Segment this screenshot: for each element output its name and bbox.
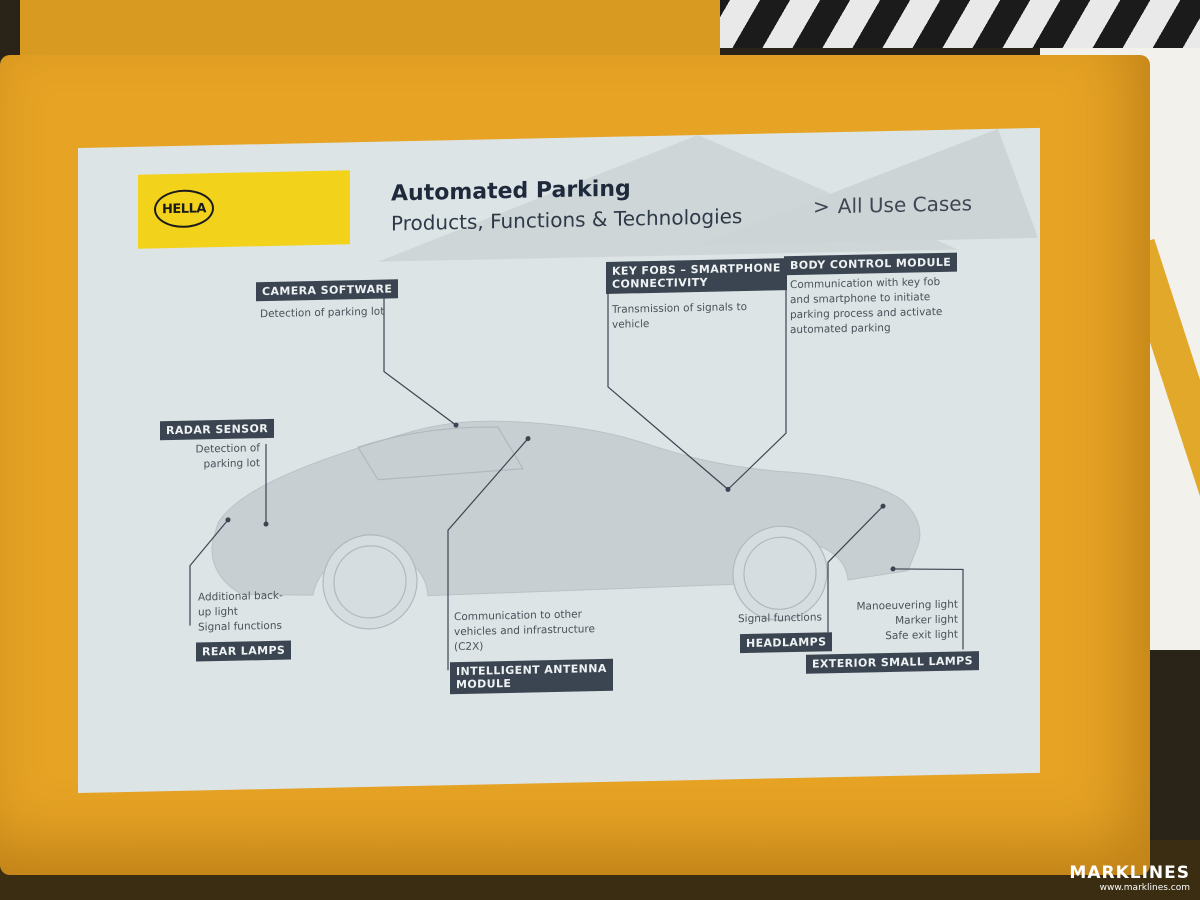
small-lamps-desc-line3: Safe exit light: [885, 628, 958, 643]
background-stripes: [700, 0, 1200, 48]
bcm-desc-line3: parking process and activate: [790, 305, 943, 322]
small-lamps-leader: [892, 568, 964, 650]
bcm-desc-line4: automated parking: [790, 321, 891, 337]
keyfob-point: [725, 486, 731, 492]
rear-wheel: [322, 534, 418, 630]
antenna-point: [525, 436, 531, 442]
headlamps-label: HEADLAMPS: [740, 632, 833, 654]
camera-software-label: CAMERA SOFTWARE: [256, 279, 399, 302]
body-control-module-desc: Communication with key fob and smartphon…: [790, 275, 942, 338]
car-window: [357, 426, 525, 481]
headlamps-desc: Signal functions: [738, 611, 822, 626]
rear-lamps-desc-line3: Signal functions: [198, 619, 282, 634]
rear-lamps-desc: Additional back- up light Signal functio…: [198, 589, 283, 636]
antenna-desc-line2: vehicles and infrastructure: [454, 623, 595, 639]
camera-software-desc: Detection of parking lot: [260, 305, 385, 321]
key-fobs-desc-line2: vehicle: [612, 318, 650, 331]
key-fobs-label: KEY FOBS – SMARTPHONE CONNECTIVITY: [606, 258, 787, 294]
rear-lamps-label: REAR LAMPS: [196, 640, 292, 662]
antenna-label-line2: MODULE: [456, 676, 512, 692]
keyfob-leader: [607, 286, 729, 490]
marklines-watermark: MARKLINES www.marklines.com: [1050, 863, 1190, 893]
rear-lamps-desc-line1: Additional back-: [198, 589, 283, 604]
radar-point: [263, 521, 269, 527]
small-lamps-label: EXTERIOR SMALL LAMPS: [806, 651, 979, 674]
rear-lamp-point: [225, 517, 231, 523]
antenna-label: INTELLIGENT ANTENNA MODULE: [450, 658, 613, 695]
camera-leader: [383, 296, 457, 426]
antenna-leader: [447, 438, 529, 671]
small-lamps-desc: Manoeuvering light Marker light Safe exi…: [848, 598, 958, 645]
body-control-module-label: BODY CONTROL MODULE: [784, 252, 958, 276]
rear-lamps-leader: [189, 519, 229, 626]
radar-sensor-label: RADAR SENSOR: [160, 418, 275, 441]
watermark-url: www.marklines.com: [1099, 883, 1190, 893]
front-wheel: [732, 525, 828, 621]
headlamp-point: [880, 503, 886, 509]
front-wheel-hub: [743, 536, 817, 610]
radar-desc-line1: Detection of: [195, 442, 260, 456]
watermark-name: MARKLINES: [1069, 863, 1190, 883]
key-fobs-desc: Transmission of signals to vehicle: [612, 300, 747, 333]
headlamps-leader: [827, 505, 884, 633]
camera-point: [453, 422, 459, 428]
radar-sensor-desc: Detection of parking lot: [176, 441, 260, 473]
bcm-leader: [727, 273, 787, 490]
rear-wheel-hub: [333, 545, 407, 619]
key-fobs-desc-line1: Transmission of signals to: [612, 300, 748, 316]
antenna-desc-line3: (C2X): [454, 640, 484, 654]
kiosk-screen: HELLA Automated Parking Products, Functi…: [78, 127, 1040, 793]
key-fobs-label-line2: CONNECTIVITY: [612, 275, 708, 291]
radar-desc-line2: parking lot: [203, 457, 260, 471]
car-illustration: [189, 273, 964, 671]
small-lamp-point: [890, 566, 896, 572]
antenna-desc: Communication to other vehicles and infr…: [454, 607, 595, 655]
